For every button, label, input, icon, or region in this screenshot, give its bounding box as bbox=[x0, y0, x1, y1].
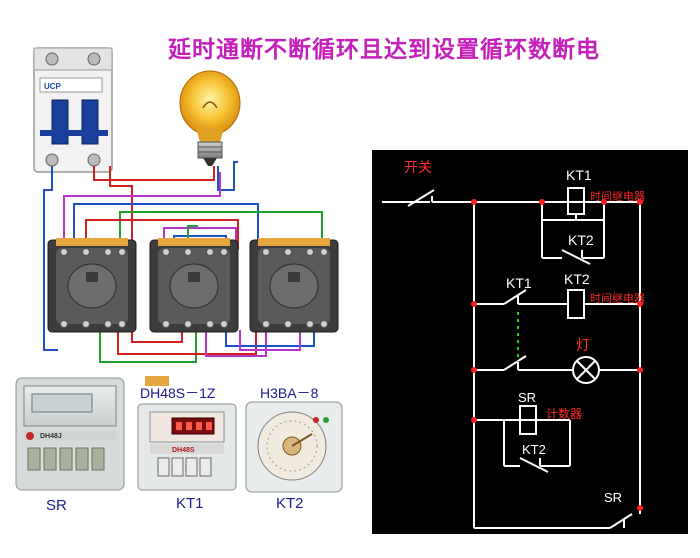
sr-panel-text: DH48J bbox=[40, 433, 62, 440]
kt2-coil-label: KT2 bbox=[564, 271, 590, 287]
switch-label: 开关 bbox=[404, 160, 432, 176]
lamp-label: 灯 bbox=[576, 338, 590, 354]
kt2-coil-note: 时间继电器 bbox=[590, 292, 645, 305]
sr-coil-note: 计数器 bbox=[546, 406, 582, 421]
page-title: 延时通断不断循环且达到设置循环数断电 bbox=[168, 37, 600, 63]
label-kt1: KT1 bbox=[176, 495, 204, 512]
counter-sr: DH48J bbox=[15, 377, 125, 491]
sr-coil-label: SR bbox=[518, 390, 536, 405]
kt1-model: DH48S－1Z bbox=[140, 385, 216, 401]
kt1-contact-label: KT1 bbox=[506, 275, 532, 291]
schematic-panel: 开关 KT1 时间继电器 KT2 KT1 KT2 时间继电器 灯 SR 计数器 … bbox=[372, 150, 688, 534]
breaker: UCP bbox=[33, 47, 113, 173]
kt2-model: H3BA－8 bbox=[260, 385, 319, 401]
label-kt2: KT2 bbox=[276, 495, 304, 512]
relay-socket-2 bbox=[149, 238, 239, 333]
label-sr: SR bbox=[46, 497, 67, 514]
kt2-contact-a-label: KT2 bbox=[568, 232, 594, 248]
kt1-panel-text: DH48S bbox=[172, 447, 195, 454]
light-bulb bbox=[179, 70, 241, 166]
relay-socket-3 bbox=[249, 238, 339, 333]
kt1-coil-label: KT1 bbox=[566, 167, 592, 183]
breaker-brand: UCP bbox=[44, 82, 62, 91]
kt1-coil-note: 时间继电器 bbox=[590, 190, 645, 203]
kt2-contact-b-label: KT2 bbox=[522, 442, 546, 457]
relay-socket-1 bbox=[47, 238, 137, 333]
timer-kt1: DH48S bbox=[137, 376, 237, 491]
sr-contact-label: SR bbox=[604, 490, 622, 505]
socket-terminals bbox=[60, 248, 328, 328]
timer-kt2 bbox=[245, 401, 343, 493]
wiring bbox=[43, 161, 323, 363]
